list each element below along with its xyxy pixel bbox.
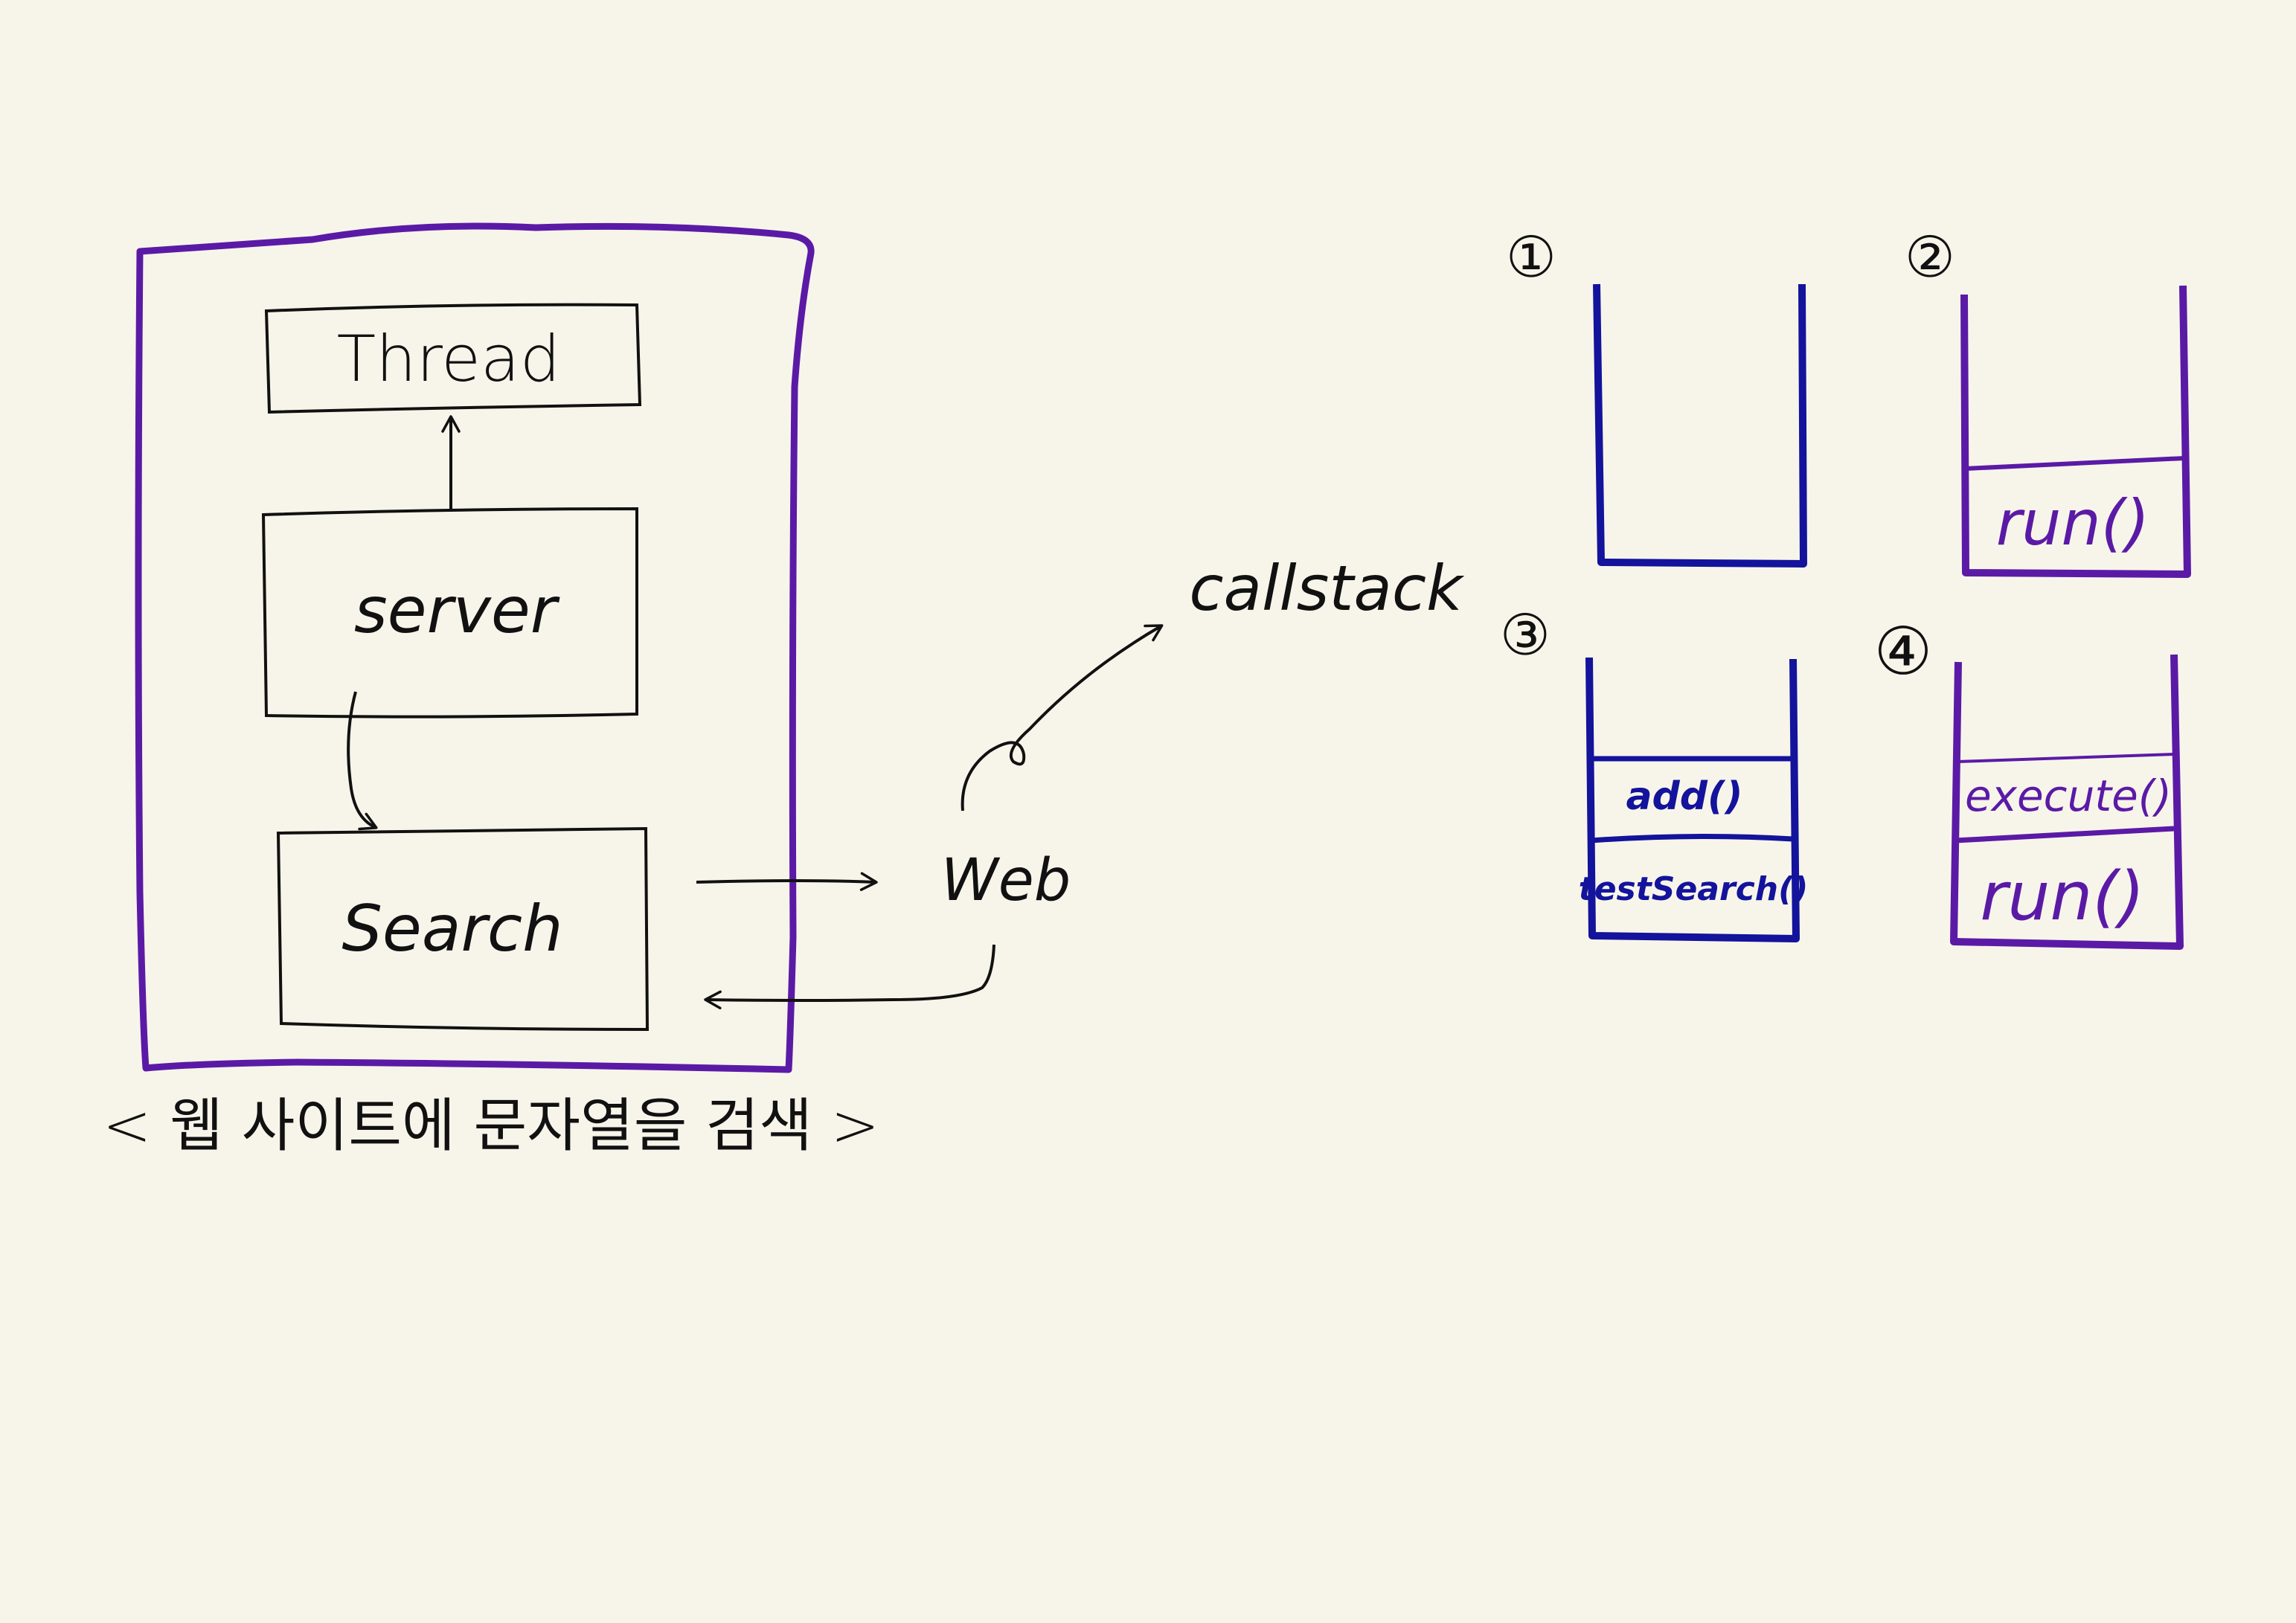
thread-label: Thread: [337, 322, 561, 396]
search-label: Search: [341, 892, 562, 966]
stack-3-frame-2: testSearch(): [1579, 870, 1809, 908]
server-box: server: [261, 507, 638, 719]
stack-3-frame-1: add(): [1626, 774, 1742, 819]
stack-4-number: ④: [1874, 613, 1933, 690]
stack-2-number: ②: [1905, 224, 1955, 290]
search-box: Search: [276, 826, 650, 1032]
stack-1: ①: [1506, 224, 1807, 568]
callstack-label: callstack: [1189, 552, 1465, 625]
stack-4-frame-2: run(): [1980, 858, 2144, 936]
search-to-web-arrow: [696, 872, 878, 891]
stack-1-number: ①: [1506, 224, 1556, 290]
stack-4: ④ execute() run(): [1874, 613, 2184, 950]
stack-4-frame-1: execute(): [1965, 771, 2172, 821]
diagram-caption: < 웹 사이트에 문자열을 검색 >: [103, 1093, 879, 1160]
stack-2: ② run(): [1905, 224, 2191, 578]
web-to-search-arrow: [704, 944, 995, 1010]
stack-2-frame-1: run(): [1996, 486, 2150, 559]
stack-3: ③ add() testSearch(): [1500, 602, 1809, 942]
outer-frame: [135, 222, 815, 1073]
web-to-callstack-arrow: [961, 624, 1164, 812]
server-label: server: [354, 573, 560, 648]
web-label: Web: [941, 847, 1071, 914]
thread-box: Thread: [264, 303, 642, 414]
stack-3-number: ③: [1500, 602, 1551, 668]
server-to-search-arrow: [347, 691, 378, 831]
